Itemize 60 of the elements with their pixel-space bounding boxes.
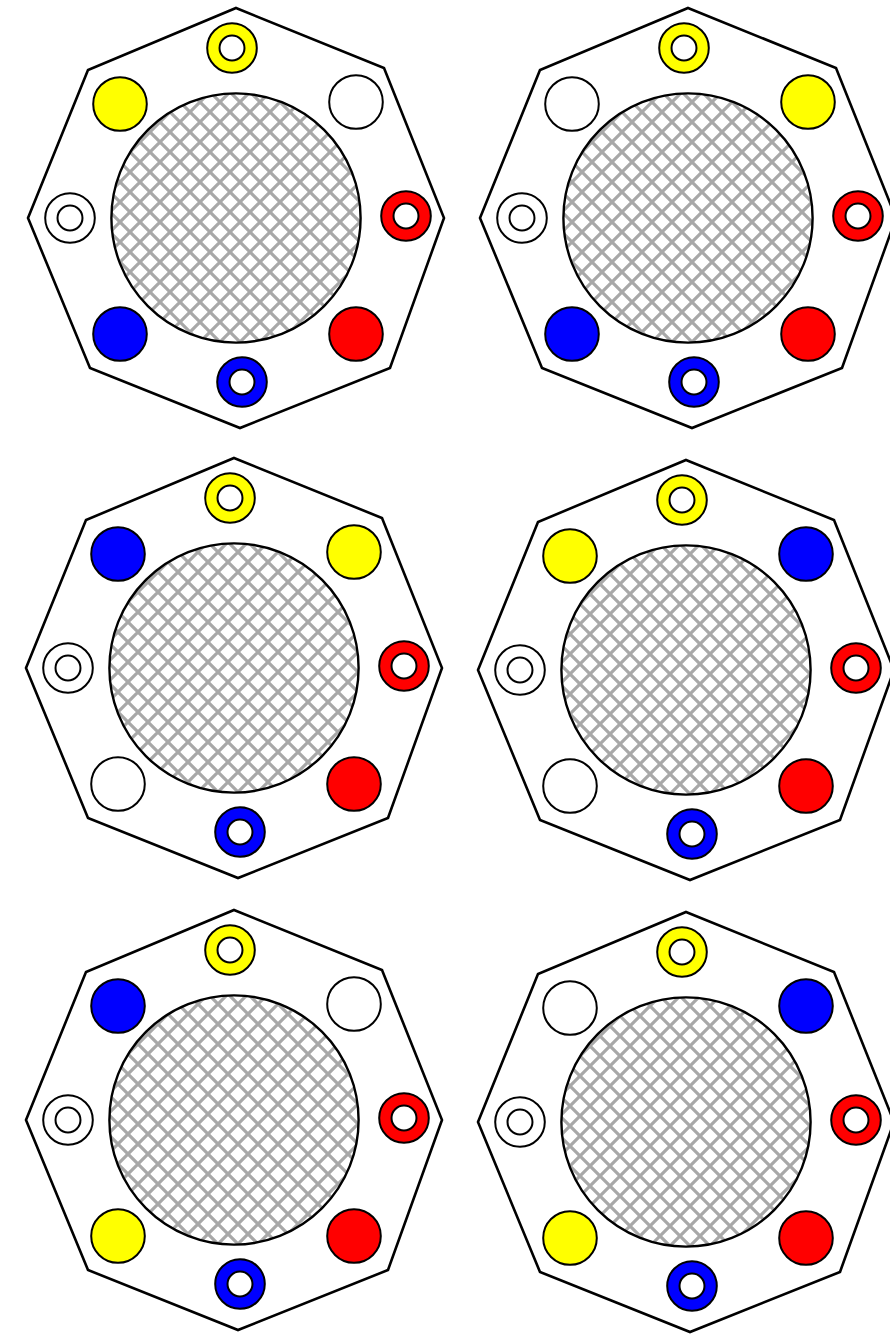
ring-marker [666,808,718,860]
dot-marker [328,74,384,130]
hatched-disc [560,544,812,796]
dot-marker [542,980,598,1036]
ring-marker [380,190,432,242]
ring-marker [656,926,708,978]
dot-marker [778,1210,834,1266]
dot-marker [778,526,834,582]
ring-marker [830,642,882,694]
octagon-plate [476,458,890,882]
dot-marker [328,306,384,362]
octagon-plate [24,908,444,1332]
ring-marker [830,1094,882,1146]
ring-marker [206,22,258,74]
ring-marker [44,192,96,244]
dot-marker [780,74,836,130]
ring-marker [656,474,708,526]
ring-marker [494,1096,546,1148]
ring-marker [216,356,268,408]
dot-marker [90,978,146,1034]
dot-marker [90,756,146,812]
ring-marker [496,192,548,244]
hatched-disc [110,92,362,344]
ring-marker [494,644,546,696]
ring-marker [42,1094,94,1146]
hatched-disc [562,92,814,344]
dot-marker [326,524,382,580]
octagon-plate [478,6,890,430]
dot-marker [326,1208,382,1264]
dot-marker [90,526,146,582]
ring-marker [214,1258,266,1310]
ring-marker [378,640,430,692]
ring-marker [42,642,94,694]
dot-marker [92,306,148,362]
ring-marker [378,1092,430,1144]
ring-marker [666,1260,718,1312]
dot-marker [780,306,836,362]
dot-marker [92,76,148,132]
ring-marker [832,190,884,242]
dot-marker [326,976,382,1032]
dot-marker [542,528,598,584]
octagon-plate [26,6,446,430]
dot-marker [778,978,834,1034]
ring-marker [204,472,256,524]
ring-marker [214,806,266,858]
dot-marker [778,758,834,814]
dot-marker [90,1208,146,1264]
ring-marker [204,924,256,976]
hatched-disc [108,994,360,1246]
octagon-plate [476,910,890,1334]
dot-marker [544,76,600,132]
ring-marker [668,356,720,408]
dot-marker [542,1210,598,1266]
octagon-plate [24,456,444,880]
dot-marker [544,306,600,362]
hatched-disc [560,996,812,1248]
ring-marker [658,22,710,74]
dot-marker [326,756,382,812]
dot-marker [542,758,598,814]
hatched-disc [108,542,360,794]
